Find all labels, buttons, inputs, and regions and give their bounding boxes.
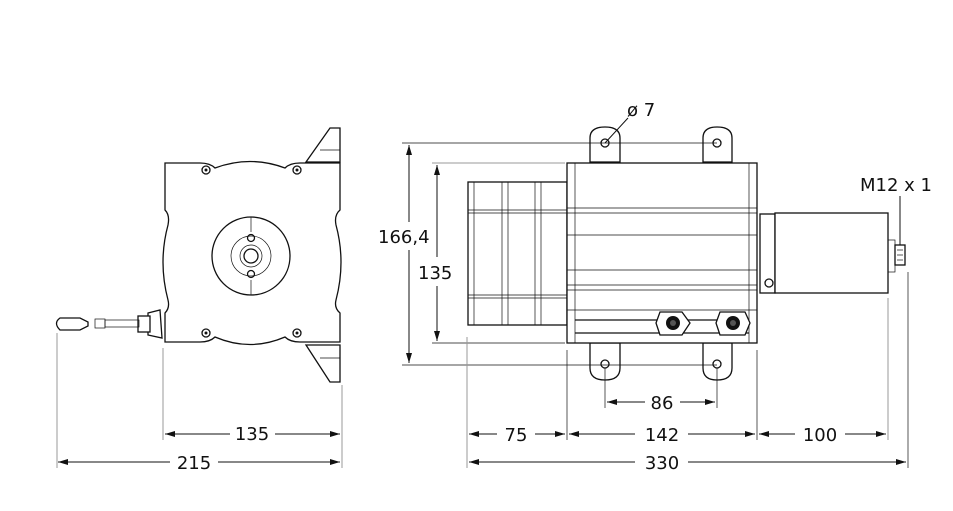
label-connector-thread: M12 x 1 [860,175,932,196]
dim-mount-spacing: 86 [651,393,674,414]
dim-body-length: 142 [645,425,679,446]
front-view: 135 215 [55,127,343,474]
dim-housing-length: 75 [505,425,528,446]
side-view: ø 7 M12 x 1 166,4 135 86 75 142 100 [378,100,932,474]
wire-rope-cable [55,309,163,339]
dim-front-total-width: 215 [177,453,211,474]
drum-housing [467,181,568,326]
dim-overall-height: 166,4 [378,227,430,248]
dim-total-length: 330 [645,453,679,474]
screw-icon [201,165,302,338]
drum-hub [211,216,291,296]
front-housing [162,160,342,346]
dim-body-height: 135 [418,263,452,284]
encoder [759,212,906,294]
dim-front-width: 135 [235,424,269,445]
profile-body [566,162,758,344]
mounting-lug [589,126,733,381]
label-hole-diameter: ø 7 [627,100,655,121]
mounting-bracket [304,127,341,383]
dim-encoder-length: 100 [803,425,837,446]
